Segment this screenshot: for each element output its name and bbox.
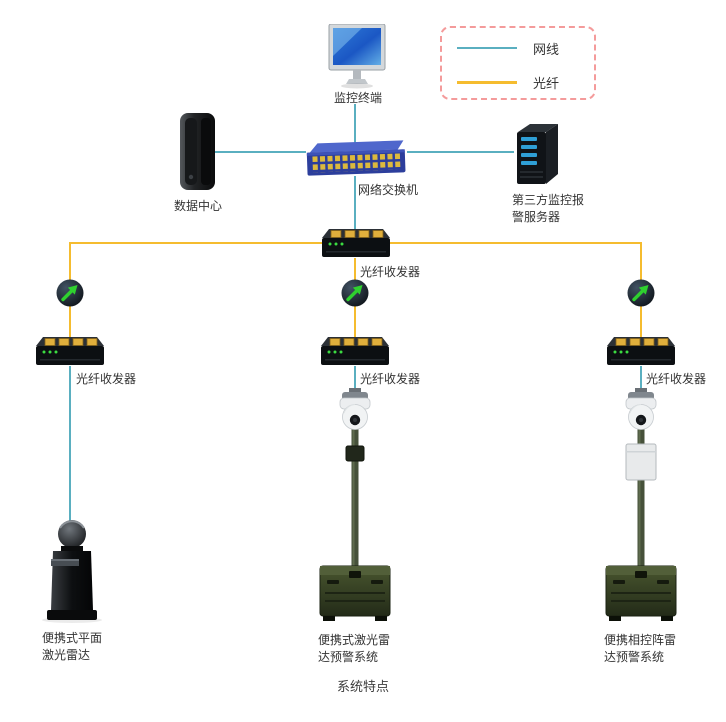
server-node (512, 122, 564, 188)
transceiver-mid-node (319, 336, 391, 368)
label-line-1: 便携相控阵雷 (604, 633, 677, 647)
switch-icon (306, 140, 406, 176)
fiber-transceiver-icon (320, 336, 390, 366)
pole-camera-icon (319, 388, 391, 621)
monitor-node (322, 23, 392, 90)
link-monitor-switch (354, 104, 356, 144)
label-line-2: 警服务器 (512, 210, 561, 224)
transceiver-mid-label: 光纤收发器 (360, 372, 421, 386)
monitor-icon (328, 23, 386, 89)
transceiver-left-label: 光纤收发器 (76, 372, 137, 386)
pole-camera-right-node (601, 388, 681, 632)
label-line-1: 第三方监控报 (512, 193, 585, 207)
label-line-2: 达预警系统 (604, 650, 665, 664)
server-icon (517, 124, 558, 184)
fiber-transceiver-icon (35, 336, 105, 366)
data-center-label: 数据中心 (173, 199, 222, 213)
laser-radar-node (36, 518, 108, 624)
fiber-line-swatch-icon (457, 80, 517, 84)
fiber-connector-icon (340, 278, 370, 308)
link-switch-server (407, 151, 514, 153)
fiber-connector-icon (626, 278, 656, 308)
legend: 网线 光纤 (440, 26, 596, 100)
pole-camera-mid-node (315, 388, 395, 632)
fiber-connector-right-node (626, 278, 656, 308)
legend-fiber-label: 光纤 (533, 76, 560, 92)
switch-label: 网络交换机 (358, 183, 419, 197)
transceiver-right-label: 光纤收发器 (646, 372, 707, 386)
link-transceiver-radar-left (69, 366, 71, 522)
switch-node (304, 138, 408, 178)
device-left-label: 便携式平面 激光雷达 (42, 630, 102, 664)
transceiver-left-node (34, 336, 106, 368)
label-line-2: 达预警系统 (318, 650, 379, 664)
link-transceiver-camera-right (640, 366, 642, 392)
monitor-label: 监控终端 (333, 91, 382, 105)
link-switch-transceiver (354, 176, 356, 230)
transceiver-main-node (320, 228, 392, 260)
data-center-icon (180, 113, 215, 190)
legend-network-label: 网线 (533, 42, 560, 58)
server-label: 第三方监控报 警服务器 (512, 192, 584, 226)
fiber-connector-icon (55, 278, 85, 308)
data-center-node (178, 112, 218, 192)
legend-item-network: 网线 (457, 40, 560, 58)
link-fiber-trunk-left (70, 242, 322, 244)
fiber-connector-mid-node (340, 278, 370, 308)
link-transceiver-camera-mid (354, 366, 356, 392)
fiber-connector-left-node (55, 278, 85, 308)
link-datacenter-switch (212, 151, 306, 153)
transceiver-main-label: 光纤收发器 (360, 265, 421, 279)
fiber-transceiver-icon (606, 336, 676, 366)
network-line-swatch-icon (457, 47, 517, 49)
pole-camera-box-icon (605, 388, 677, 621)
device-mid-label: 便携式激光雷 达预警系统 (318, 632, 390, 666)
footer-title: 系统特点 (336, 680, 389, 695)
device-right-label: 便携相控阵雷 达预警系统 (604, 632, 676, 666)
label-line-1: 便携式激光雷 (318, 633, 391, 647)
laser-radar-icon (42, 520, 102, 623)
transceiver-right-node (605, 336, 677, 368)
label-line-2: 激光雷达 (42, 648, 91, 662)
link-fiber-trunk-right (390, 242, 641, 244)
label-line-1: 便携式平面 (42, 631, 103, 645)
fiber-transceiver-icon (321, 228, 391, 258)
legend-item-fiber: 光纤 (457, 74, 560, 92)
